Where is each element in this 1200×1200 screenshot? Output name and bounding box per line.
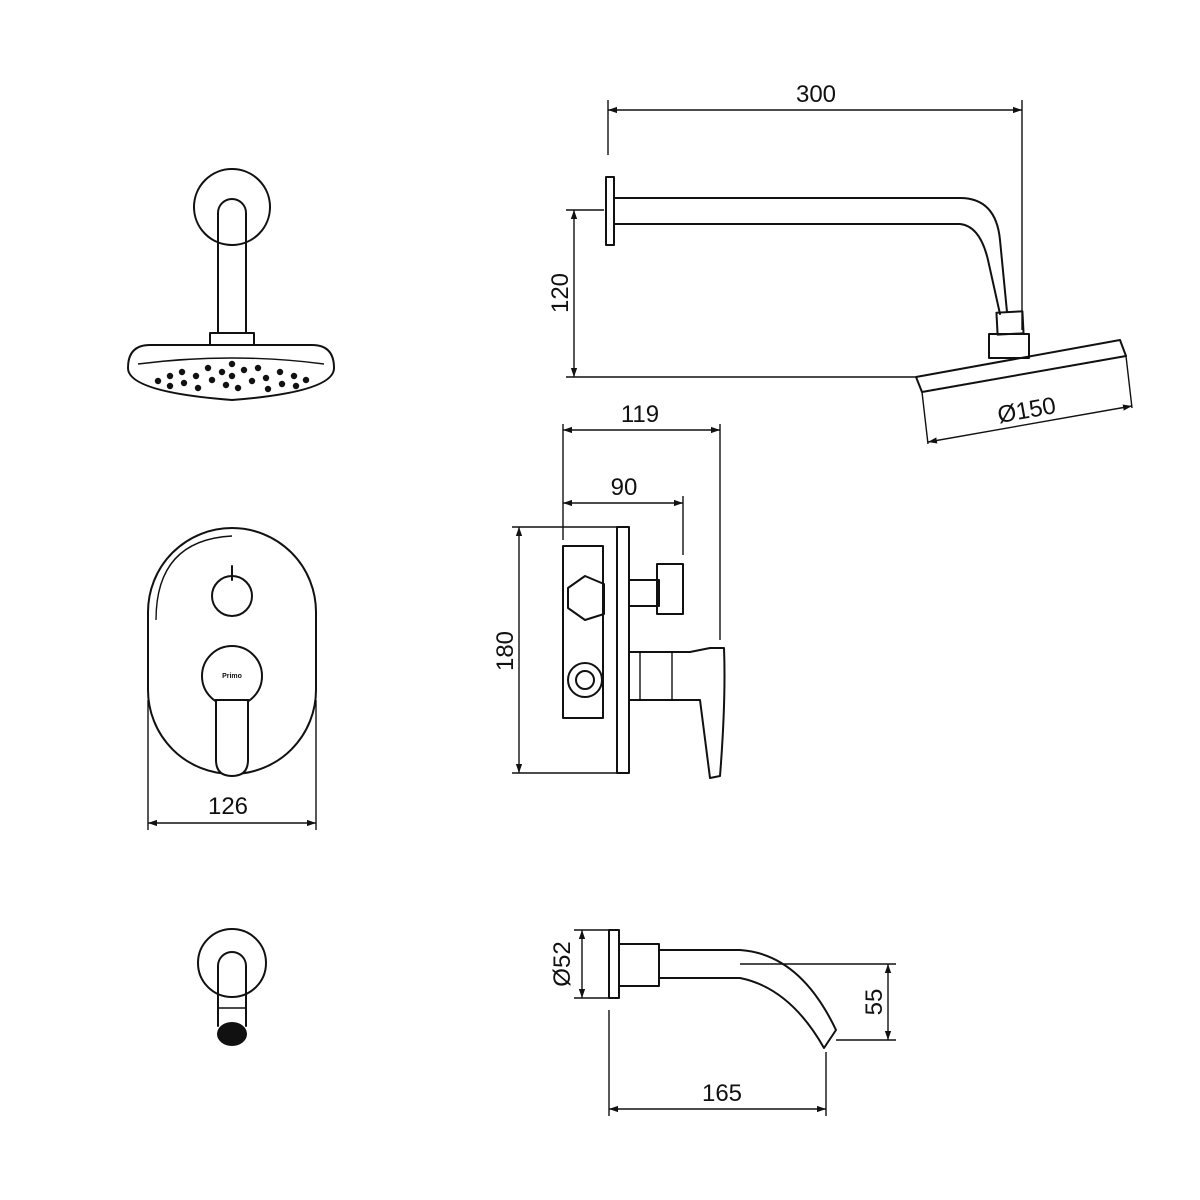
dim-head-diameter: Ø150	[995, 392, 1058, 429]
dim-valve-height: 180	[492, 631, 519, 671]
dimension-lines	[147, 100, 1133, 1116]
spout-pipe-side	[658, 949, 837, 1049]
dim-arm-length: 300	[796, 81, 836, 108]
spray-nozzles	[154, 360, 310, 393]
dim-line-head-diameter	[927, 404, 1133, 444]
dim-plate-width: 126	[208, 793, 248, 820]
shower-arm-side-view	[605, 176, 1127, 393]
wall-flange-front	[193, 168, 271, 246]
shower-head-front	[127, 344, 335, 401]
diverter-stem-side	[628, 579, 660, 607]
valve-front-view: Primo	[147, 527, 317, 778]
shower-head-side	[915, 339, 1127, 393]
handle-logo: Primo	[222, 673, 242, 680]
dimension-labels: 300 120 Ø150 119 90 180 126 Ø52 55 165	[208, 81, 1058, 1107]
shower-head-front-view	[127, 168, 335, 401]
spout-pipe-front	[217, 951, 247, 1027]
cartridge-lower-ring	[567, 662, 603, 698]
spout-flange-front	[197, 928, 267, 998]
arm-connector-front	[209, 332, 255, 346]
diverter-knob-side	[656, 563, 684, 615]
arm-top-edge	[613, 197, 1008, 313]
mixer-handle-lever	[215, 699, 249, 778]
dim-spout-drop: 55	[861, 989, 888, 1016]
dim-spout-flange-diameter: Ø52	[549, 941, 576, 986]
dim-arm-drop: 120	[547, 273, 574, 313]
valve-cover-side	[616, 526, 630, 774]
diverter-knob	[211, 575, 253, 617]
spout-front-view	[197, 928, 267, 1046]
spout-flange-side	[608, 929, 620, 999]
valve-body-side	[562, 545, 604, 719]
arm-bottom-edge	[613, 223, 1001, 315]
dim-spout-length: 165	[702, 1080, 742, 1107]
head-neck-side	[988, 333, 1030, 359]
valve-side-view	[562, 526, 726, 779]
spout-collar-side	[618, 943, 660, 987]
cartridge-upper	[567, 575, 605, 621]
spout-outlet-front	[217, 1022, 247, 1046]
shower-arm-front	[217, 198, 247, 334]
mixer-lever-side	[628, 647, 726, 779]
spout-side-view	[608, 929, 837, 1049]
wall-flange-side	[605, 176, 615, 246]
dim-valve-depth-total: 119	[621, 401, 659, 428]
dim-valve-depth-body: 90	[611, 474, 638, 501]
